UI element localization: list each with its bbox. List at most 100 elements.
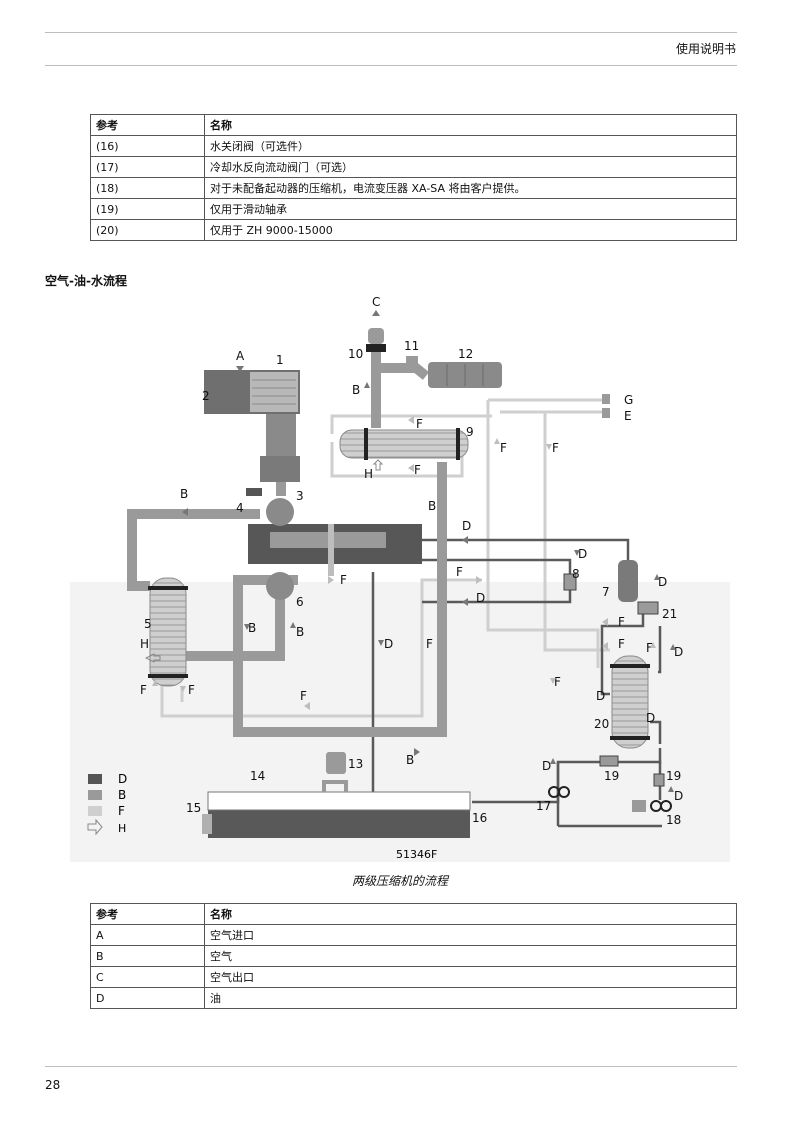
arrow-icon — [574, 550, 580, 556]
page-number: 28 — [45, 1078, 61, 1092]
label-F-8: F — [300, 689, 307, 703]
footer-rule — [45, 1066, 737, 1067]
label-B-4: B — [248, 621, 256, 635]
arrow-icon — [236, 366, 244, 372]
label-14: 14 — [250, 769, 265, 783]
component-19-v — [653, 773, 665, 787]
header-top-rule — [45, 32, 737, 33]
label-8: 8 — [572, 567, 580, 581]
oil-filter-7 — [618, 560, 638, 602]
flow-diagram: 1 2 3 4 5 6 7 8 9 10 11 12 13 14 15 16 1… — [70, 295, 730, 862]
column-header-ref: 参考 — [90, 114, 205, 136]
label-1: 1 — [276, 353, 284, 367]
arrow-icon — [550, 678, 556, 684]
aftercooler-9 — [339, 429, 469, 459]
arrow-icon — [408, 416, 414, 424]
label-13: 13 — [348, 757, 363, 771]
column-header-name: 名称 — [204, 903, 737, 925]
outlet-valve — [366, 328, 386, 352]
legend: D B F H — [87, 772, 127, 836]
arrow-icon — [304, 702, 310, 710]
table-row: (19)仅用于滑动轴承 — [90, 198, 737, 220]
label-D-8: D — [646, 711, 655, 725]
arrow-icon — [462, 598, 468, 606]
table-header-row: 参考 名称 — [90, 114, 737, 136]
label-2: 2 — [202, 389, 210, 403]
reference-table-top: 参考 名称 (16)水关闭阀（可选件） (17)冷却水反向流动阀门（可选） (1… — [90, 114, 737, 241]
arrow-icon — [180, 686, 186, 692]
motor-18 — [632, 800, 646, 812]
label-19-a: 19 — [604, 769, 619, 783]
arrow-icon — [550, 758, 556, 764]
inlet-duct — [266, 414, 296, 456]
arrow-icon — [378, 640, 384, 646]
label-F-6: F — [456, 565, 463, 579]
table-cell-name: 仅用于滑动轴承 — [204, 198, 737, 220]
table-cell-name: 冷却水反向流动阀门（可选） — [204, 156, 737, 178]
table-cell-name: 空气 — [204, 945, 737, 967]
label-F-12: F — [618, 615, 625, 629]
air-filter-element — [250, 372, 298, 412]
arrow-icon — [650, 642, 656, 648]
label-C: C — [372, 295, 380, 309]
label-6: 6 — [296, 595, 304, 609]
label-D-1: D — [462, 519, 471, 533]
header-bottom-rule — [45, 65, 737, 66]
table-cell-ref: C — [90, 966, 205, 988]
label-F-2: F — [500, 441, 507, 455]
table-cell-name: 水关闭阀（可选件） — [204, 135, 737, 157]
figure-caption: 两级压缩机的流程 — [351, 874, 448, 888]
label-19-b: 19 — [666, 769, 681, 783]
table-cell-ref: B — [90, 945, 205, 967]
label-D-5: D — [384, 637, 393, 651]
arrow-icon — [668, 786, 674, 792]
arrow-icon — [290, 622, 296, 628]
table-cell-ref: (19) — [90, 198, 205, 220]
label-16: 16 — [472, 811, 487, 825]
label-3: 3 — [296, 489, 304, 503]
gear-shaft — [328, 524, 334, 576]
label-15: 15 — [186, 801, 201, 815]
arrow-icon — [364, 382, 370, 388]
label-G: G — [624, 393, 633, 407]
table-header-row: 参考 名称 — [90, 903, 737, 925]
label-D-6: D — [674, 645, 683, 659]
legend-label-F: F — [118, 804, 125, 818]
hollow-arrow-icon — [372, 459, 384, 471]
label-21: 21 — [662, 607, 677, 621]
label-H-1: H — [140, 637, 149, 651]
component-11 — [406, 356, 418, 366]
label-F-7: F — [426, 637, 433, 651]
legend-swatch-water — [88, 806, 102, 816]
label-D-3: D — [476, 591, 485, 605]
arrow-icon — [408, 464, 414, 472]
label-9: 9 — [466, 425, 474, 439]
label-4: 4 — [236, 501, 244, 515]
arrow-icon — [328, 576, 334, 584]
label-E: E — [624, 409, 632, 423]
arrow-icon — [476, 576, 482, 584]
legend-swatch-air — [88, 790, 102, 800]
table-cell-name: 空气出口 — [204, 966, 737, 988]
label-D-9: D — [542, 759, 551, 773]
label-H-2: H — [364, 467, 373, 481]
arrow-icon — [152, 680, 158, 686]
legend-label-D: D — [118, 772, 127, 786]
compressor-stage-6 — [266, 572, 294, 600]
label-F-5: F — [340, 573, 347, 587]
oil-pipes — [371, 538, 662, 828]
column-header-name: 名称 — [204, 114, 737, 136]
label-18: 18 — [666, 813, 681, 827]
table-row: (18)对于未配备起动器的压缩机，电流变压器 XA-SA 将由客户提供。 — [90, 177, 737, 199]
label-12: 12 — [458, 347, 473, 361]
label-5: 5 — [144, 617, 152, 631]
table-cell-name: 仅用于 ZH 9000-15000 — [204, 219, 737, 241]
label-7: 7 — [602, 585, 610, 599]
legend-swatch-oil — [88, 774, 102, 784]
label-D-10: D — [674, 789, 683, 803]
arrow-icon — [244, 624, 250, 630]
